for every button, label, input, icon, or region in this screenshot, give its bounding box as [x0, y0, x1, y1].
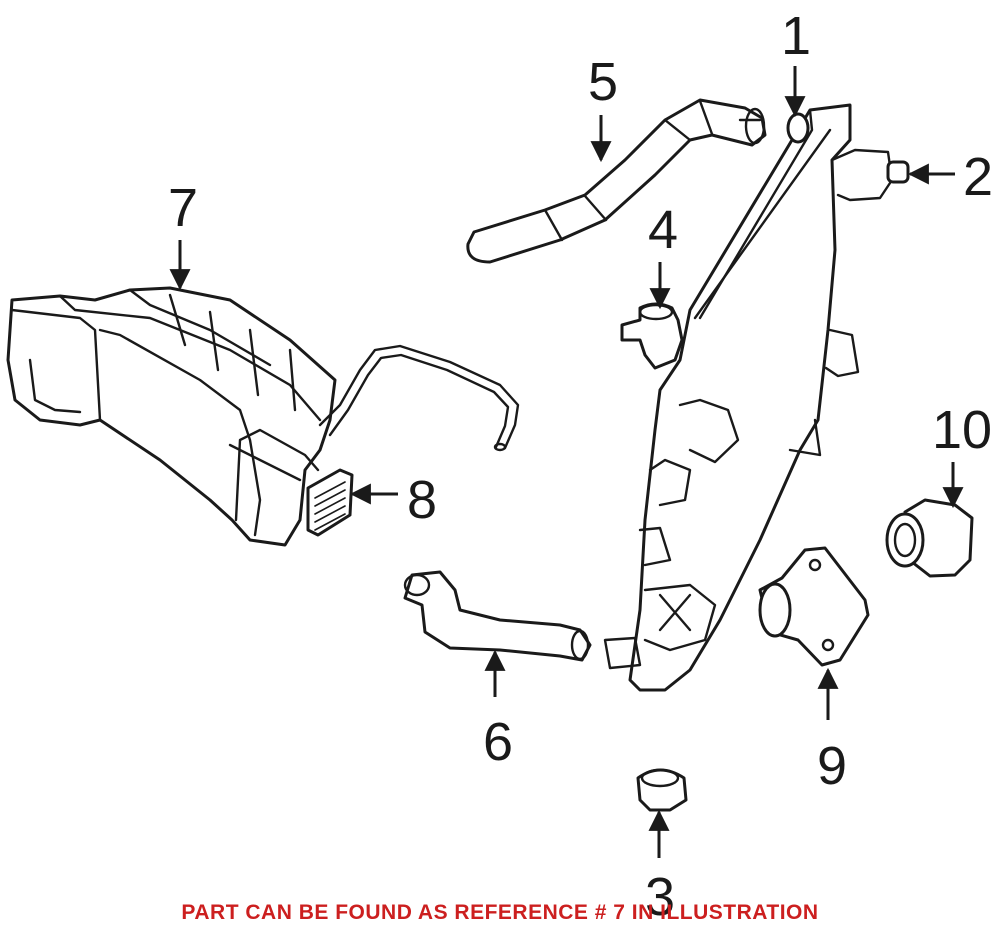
callout-7: 7 [168, 178, 198, 238]
thermostat-housing-part [758, 546, 870, 667]
callout-1: 1 [781, 6, 811, 66]
callout-4: 4 [648, 200, 678, 260]
reservoir-cap-part [306, 468, 354, 537]
lower-radiator-hose-part [403, 570, 592, 662]
coolant-reservoir-part [6, 286, 520, 547]
grommet-part [636, 768, 688, 812]
radiator-assembly-part [603, 103, 894, 692]
upper-fitting-part [786, 112, 810, 144]
callout-8: 8 [407, 470, 437, 530]
callout-5: 5 [588, 52, 618, 112]
callout-6: 6 [483, 712, 513, 772]
side-fitting-part [886, 160, 910, 184]
callout-10: 10 [932, 400, 992, 460]
callout-9: 9 [817, 736, 847, 796]
plug-bushing-part [885, 498, 974, 578]
upper-radiator-hose-part [466, 98, 767, 264]
callout-3: 3 [645, 867, 675, 927]
radiator-cap-part [620, 302, 684, 370]
callout-2: 2 [963, 147, 993, 207]
reference-footnote: PART CAN BE FOUND AS REFERENCE # 7 IN IL… [181, 901, 818, 924]
